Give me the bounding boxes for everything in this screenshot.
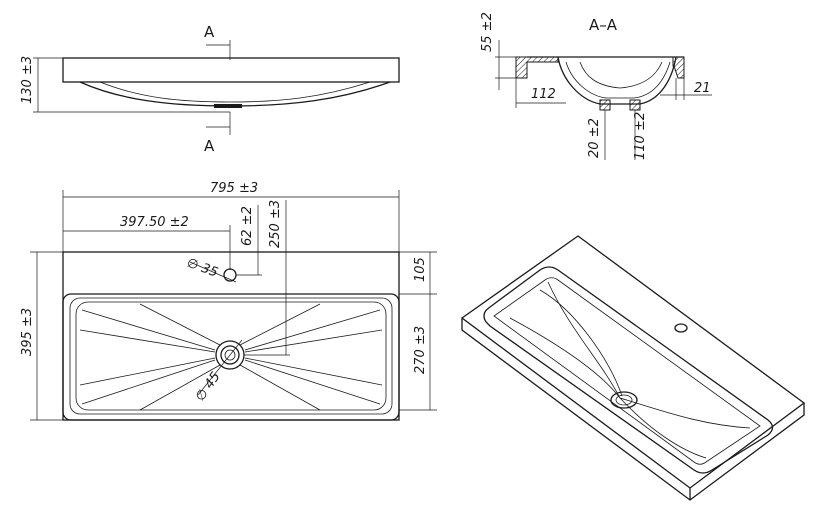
section-view: A–A 55 ±2 112 21 20 ±2 110 ±2	[480, 12, 712, 160]
section-side-dim: 112	[531, 87, 556, 102]
hole-offset-dim: 62 ±2	[240, 206, 255, 246]
section-mark-bottom: A	[204, 137, 215, 155]
back-band-dim: 105	[413, 257, 428, 282]
section-drain-offset-dim: 20 ±2	[587, 118, 602, 158]
drain-y-dim: 250 ±3	[268, 200, 283, 248]
section-mark-top: A	[204, 23, 215, 41]
tap-hole-dim: ∅ 35	[185, 256, 220, 281]
top-view: ∅ 35 ∅ 45 795 ±3 397.50 ±2 62 ±2 250 ±3 …	[20, 181, 437, 421]
depth-dim: 395 ±3	[20, 308, 35, 356]
section-rim-dim: 21	[694, 81, 711, 96]
bowl-length-dim: 270 ±3	[413, 326, 428, 374]
section-rim-height-dim: 55 ±2	[480, 12, 495, 52]
front-view: A A 130 ±3	[20, 23, 400, 155]
hole-x-dim: 397.50 ±2	[120, 215, 189, 230]
drain-dia-dim: ∅ 45	[193, 369, 224, 404]
front-height-dim: 130 ±3	[20, 56, 35, 104]
section-bowl-depth-dim: 110 ±2	[633, 112, 648, 160]
isometric-view	[460, 235, 806, 501]
section-title: A–A	[589, 16, 618, 34]
width-dim: 795 ±3	[210, 181, 258, 196]
